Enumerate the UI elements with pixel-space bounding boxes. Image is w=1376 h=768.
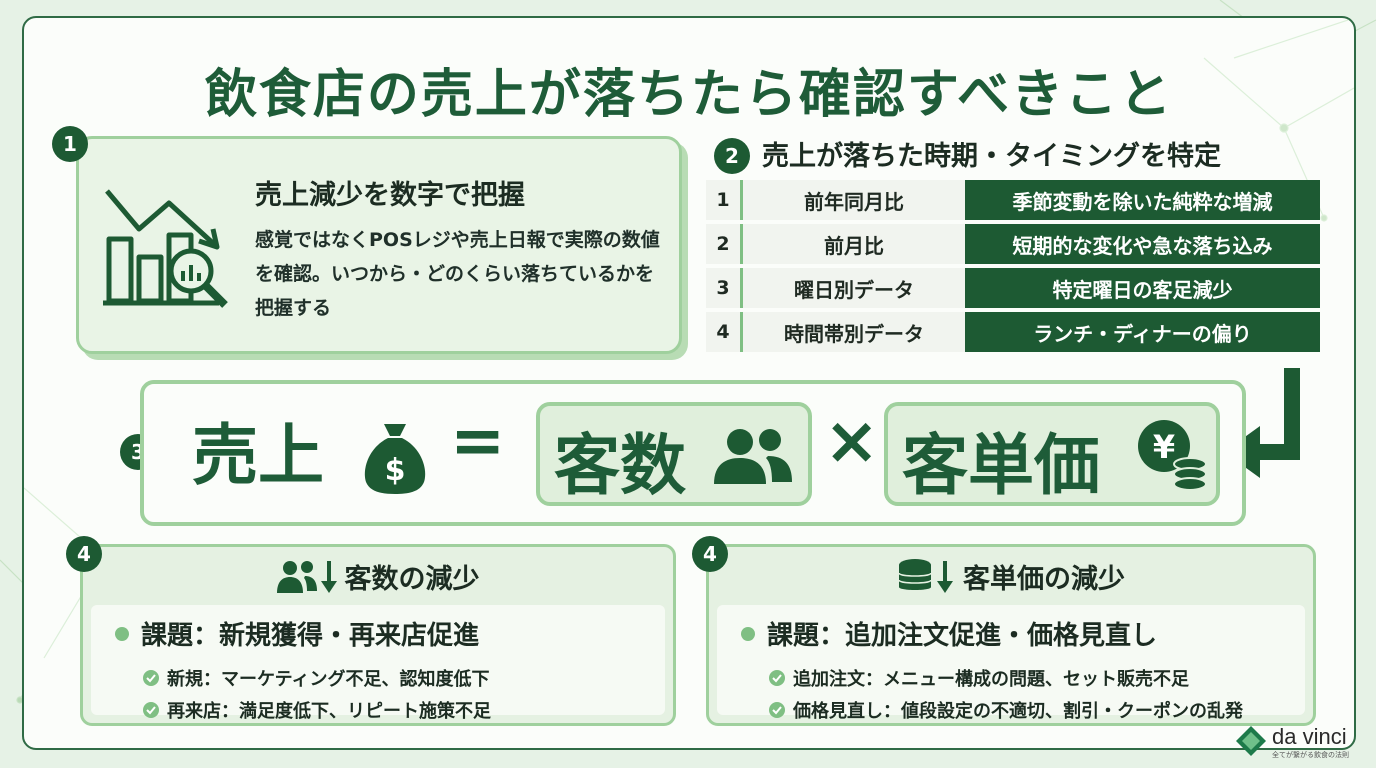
da-vinci-logo-icon [1236, 726, 1266, 756]
row-description: 特定曜日の客足減少 [965, 268, 1320, 308]
bar-chart-magnifier-icon [103, 189, 228, 308]
check-icon [143, 702, 159, 718]
issue-line: 課題：新規獲得・再来店促進 [115, 615, 479, 652]
timing-table: 1 前年同月比 季節変動を除いた純粋な増減 2 前月比 短期的な変化や急な落ち込… [706, 180, 1320, 356]
row-description: 季節変動を除いた純粋な増減 [965, 180, 1320, 220]
row-number: 3 [706, 268, 743, 308]
list-item: 追加注文：メニュー構成の問題、セット販売不足 [769, 665, 1189, 691]
row-label: 曜日別データ [743, 268, 965, 308]
section-1-heading: 売上減少を数字で把握 [255, 180, 525, 211]
list-item-text: 新規：マーケティング不足、認知度低下 [167, 669, 490, 690]
list-item-text: 価格見直し：値段設定の不適切、割引・クーポンの乱発 [793, 701, 1243, 722]
table-row: 2 前月比 短期的な変化や急な落ち込み [706, 224, 1320, 264]
badge-1: 1 [52, 126, 88, 162]
section-1-description: 感覚ではなくPOSレジや売上日報で実際の数値を確認。いつから・どのくらい落ちてい… [255, 229, 660, 319]
svg-text:¥: ¥ [1153, 428, 1175, 466]
yen-coins-icon: ¥ [1138, 420, 1207, 491]
unit-price-decrease-title: 客単価の減少 [963, 563, 1125, 595]
row-label: 時間帯別データ [743, 312, 965, 352]
equals-sign: = [450, 402, 506, 479]
coins-down-icon [898, 559, 953, 593]
people-icon [714, 429, 792, 484]
row-label: 前月比 [743, 224, 965, 264]
table-row: 1 前年同月比 季節変動を除いた純粋な増減 [706, 180, 1320, 220]
issue-line: 課題：追加注文促進・価格見直し [741, 615, 1157, 652]
table-row: 4 時間帯別データ ランチ・ディナーの偏り [706, 312, 1320, 352]
list-item-text: 追加注文：メニュー構成の問題、セット販売不足 [793, 669, 1189, 690]
row-label: 前年同月比 [743, 180, 965, 220]
row-number: 1 [706, 180, 743, 220]
check-icon [769, 670, 785, 686]
row-number: 2 [706, 224, 743, 264]
row-description: ランチ・ディナーの偏り [965, 312, 1320, 352]
formula-sales: 売上 [192, 417, 324, 494]
section-1-card: 売上減少を数字で把握 感覚ではなくPOSレジや売上日報で実際の数値を確認。いつか… [76, 136, 682, 354]
badge-2: 2 [714, 138, 750, 174]
check-icon [769, 702, 785, 718]
unit-price-decrease-card: 客単価の減少 課題：追加注文促進・価格見直し 追加注文：メニュー構成の問題、セッ… [706, 544, 1316, 726]
money-bag-icon: $ [364, 424, 426, 494]
page-title: 飲食店の売上が落ちたら確認すべきこと [204, 65, 1174, 125]
list-item: 価格見直し：値段設定の不適切、割引・クーポンの乱発 [769, 697, 1243, 723]
list-item: 再来店：満足度低下、リピート施策不足 [143, 697, 491, 723]
unit-price-decrease-header: 客単価の減少 [709, 547, 1313, 605]
people-down-icon [276, 561, 337, 593]
list-item: 新規：マーケティング不足、認知度低下 [143, 665, 490, 691]
customers-decrease-header: 客数の減少 [83, 547, 673, 605]
logo-tagline: 全てが繋がる飲食の法則 [1272, 752, 1349, 759]
unit-price-box: 客単価 ¥ [884, 402, 1220, 506]
main-frame: 飲食店の売上が落ちたら確認すべきこと 売上減少を数字で把握 感覚ではなくPOSレ… [22, 16, 1356, 750]
check-icon [143, 670, 159, 686]
list-item-text: 再来店：満足度低下、リピート施策不足 [167, 701, 491, 722]
section-2-heading: 売上が落ちた時期・タイミングを特定 [762, 141, 1221, 172]
logo-name: da vinci [1272, 724, 1347, 749]
row-number: 4 [706, 312, 743, 352]
times-sign: × [824, 402, 880, 479]
formula-card: 売上 $ = 客数 × 客単価 ¥ [140, 380, 1246, 526]
formula-unit-price: 客単価 [902, 427, 1100, 504]
formula-customers: 客数 [554, 427, 686, 504]
customers-decrease-title: 客数の減少 [344, 563, 480, 595]
bullet-dot [115, 626, 129, 641]
unit-price-decrease-body: 課題：追加注文促進・価格見直し 追加注文：メニュー構成の問題、セット販売不足 価… [717, 605, 1305, 722]
issue-text: 課題：新規獲得・再来店促進 [141, 621, 480, 651]
badge-4-left: 4 [66, 536, 102, 572]
badge-4-right: 4 [692, 536, 728, 572]
table-row: 3 曜日別データ 特定曜日の客足減少 [706, 268, 1320, 308]
customers-decrease-body: 課題：新規獲得・再来店促進 新規：マーケティング不足、認知度低下 再来店：満足度… [91, 605, 665, 722]
customers-decrease-card: 客数の減少 課題：新規獲得・再来店促進 新規：マーケティング不足、認知度低下 再… [80, 544, 676, 726]
svg-text:$: $ [385, 453, 406, 488]
customers-box: 客数 [536, 402, 812, 506]
issue-text: 課題：追加注文促進・価格見直し [767, 621, 1158, 651]
row-description: 短期的な変化や急な落ち込み [965, 224, 1320, 264]
bullet-dot [741, 626, 755, 641]
